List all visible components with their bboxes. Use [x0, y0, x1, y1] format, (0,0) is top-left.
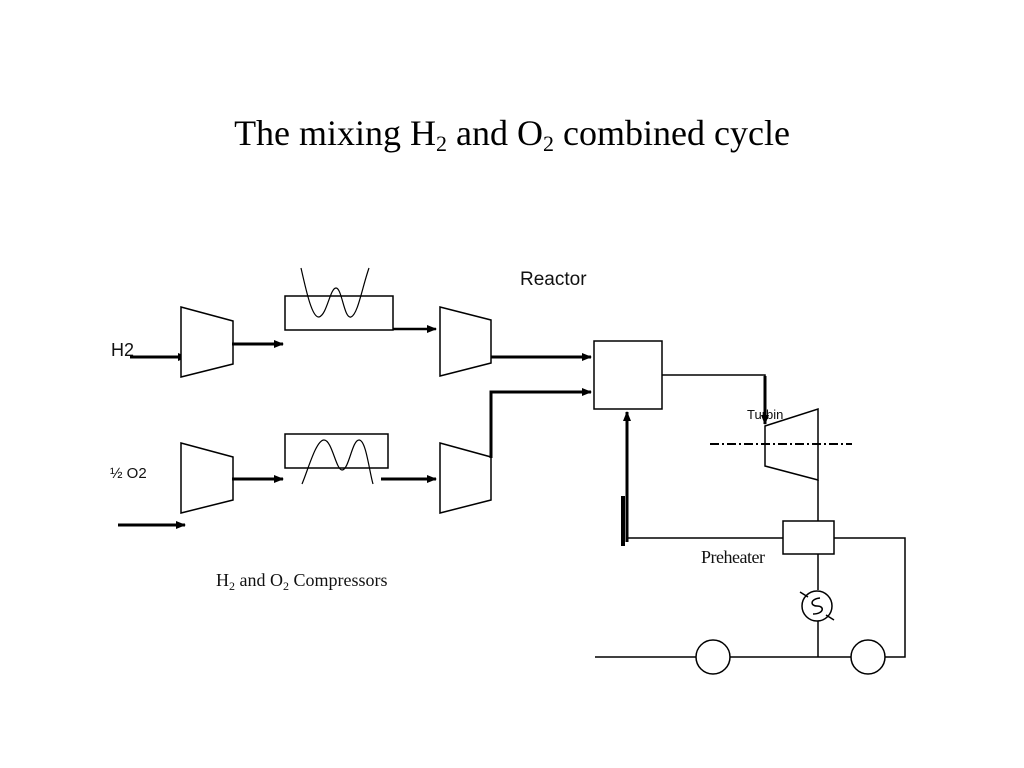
caption-text-3: Compressors	[289, 570, 388, 590]
title-text-1: The mixing H	[234, 113, 437, 153]
preheater-box	[782, 520, 835, 555]
title-text-2: and O	[447, 113, 544, 153]
reactor-box	[593, 340, 663, 410]
o2-input-label: ½ O2	[110, 465, 147, 482]
o2-intercooler-coil	[301, 439, 374, 485]
caption-text-1: H	[216, 570, 229, 590]
title-text-3: combined cycle	[554, 113, 790, 153]
h2-compressor-1	[180, 306, 234, 378]
caption-text-2: and O	[235, 570, 283, 590]
h2-intercooler	[284, 295, 394, 331]
o2-compressor-1	[180, 442, 234, 514]
preheater-label: Preheater	[701, 547, 765, 567]
h2-compressor-2	[439, 306, 492, 377]
o2-to-reactor-arrow	[489, 388, 592, 458]
condenser-coil-symbol	[799, 591, 835, 621]
h2-intercooler-coil	[300, 267, 370, 318]
preheater-right-loop	[834, 537, 906, 658]
slide-title: The mixing H2 and O2 combined cycle	[0, 112, 1024, 156]
caption-subscript-2: 2	[283, 579, 289, 593]
reactor-label: Reactor	[520, 269, 587, 290]
h2-input-label: H2	[111, 340, 134, 360]
o2-intercooler	[284, 433, 389, 469]
pump-left	[695, 639, 731, 675]
compressors-caption: H2 and O2 Compressors	[216, 570, 388, 593]
title-subscript-1: 2	[436, 131, 448, 156]
caption-subscript-1: 2	[229, 579, 235, 593]
title-subscript-2: 2	[543, 131, 555, 156]
pump-right	[850, 639, 886, 675]
o2-compressor-2	[439, 442, 492, 514]
